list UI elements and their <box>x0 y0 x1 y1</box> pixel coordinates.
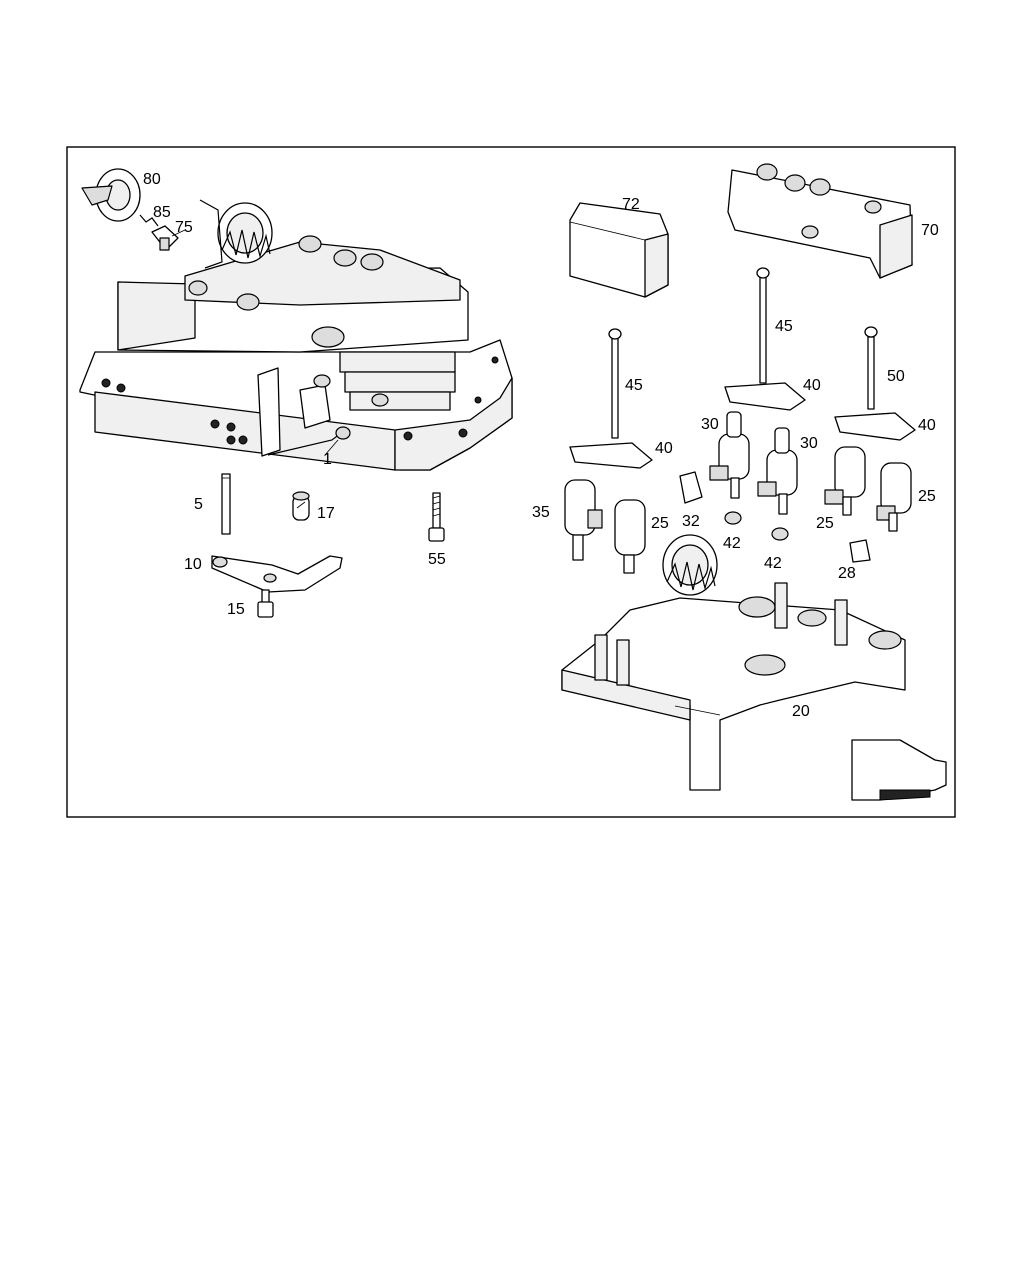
callout-15: 15 <box>227 601 245 618</box>
pin-5 <box>221 473 231 535</box>
callout-30-left: 30 <box>701 416 719 433</box>
callout-40-left: 40 <box>655 440 673 457</box>
connector-32 <box>679 471 703 504</box>
callout-72: 72 <box>622 196 640 213</box>
callout-25-b: 25 <box>816 515 834 532</box>
clip-28 <box>849 539 871 563</box>
solenoid-25-c <box>876 462 912 532</box>
roller-17 <box>292 491 310 521</box>
callout-40-middle: 40 <box>803 377 821 394</box>
seal-42-right <box>771 527 789 541</box>
retainer-40-left <box>569 442 653 469</box>
bolt-45-right <box>756 267 770 384</box>
solenoid-35 <box>564 479 603 561</box>
callout-25-a: 25 <box>651 515 669 532</box>
lever-10 <box>211 555 343 593</box>
solenoid-30-right <box>757 427 798 515</box>
callout-35: 35 <box>532 504 550 521</box>
callout-30-right: 30 <box>800 435 818 452</box>
diagram-frame <box>66 146 956 818</box>
selector-detent-80 <box>81 168 141 222</box>
callout-32: 32 <box>682 513 700 530</box>
conductor-plate-70 <box>727 163 913 279</box>
callout-85: 85 <box>153 204 171 221</box>
solenoid-30-left <box>709 411 750 499</box>
solenoid-25-a <box>614 499 646 574</box>
callout-1: 1 <box>323 451 332 468</box>
screw-55 <box>428 492 445 542</box>
callout-75: 75 <box>175 219 193 236</box>
callout-40-right: 40 <box>918 417 936 434</box>
valve-body-assembly <box>79 199 513 471</box>
callout-5: 5 <box>194 496 203 513</box>
callout-42-left: 42 <box>723 535 741 552</box>
callout-25-c: 25 <box>918 488 936 505</box>
seal-42-left <box>724 511 742 525</box>
solenoid-25-b <box>824 446 866 516</box>
callout-20: 20 <box>792 703 810 720</box>
callout-labels: 80 85 75 1 5 17 55 10 15 72 70 45 45 50 … <box>143 171 939 720</box>
callout-50: 50 <box>887 368 905 385</box>
callout-70: 70 <box>921 222 939 239</box>
bolt-45-left <box>608 328 622 439</box>
plunger-75 <box>151 225 179 251</box>
leader-lines <box>171 229 721 716</box>
callout-17: 17 <box>317 505 335 522</box>
callout-80: 80 <box>143 171 161 188</box>
screw-15 <box>257 589 274 618</box>
spring-85 <box>139 214 159 227</box>
transmission-thumbnail <box>851 739 947 801</box>
callout-55: 55 <box>428 551 446 568</box>
cover-72 <box>569 202 669 298</box>
callout-28: 28 <box>838 565 856 582</box>
bolt-50 <box>864 326 878 410</box>
callout-42-right: 42 <box>764 555 782 572</box>
retainer-40-right <box>834 412 916 441</box>
retainer-40-middle <box>724 382 806 411</box>
callout-10: 10 <box>184 556 202 573</box>
callout-45-right: 45 <box>775 318 793 335</box>
callout-45-left: 45 <box>625 377 643 394</box>
electric-housing-20 <box>561 534 906 791</box>
